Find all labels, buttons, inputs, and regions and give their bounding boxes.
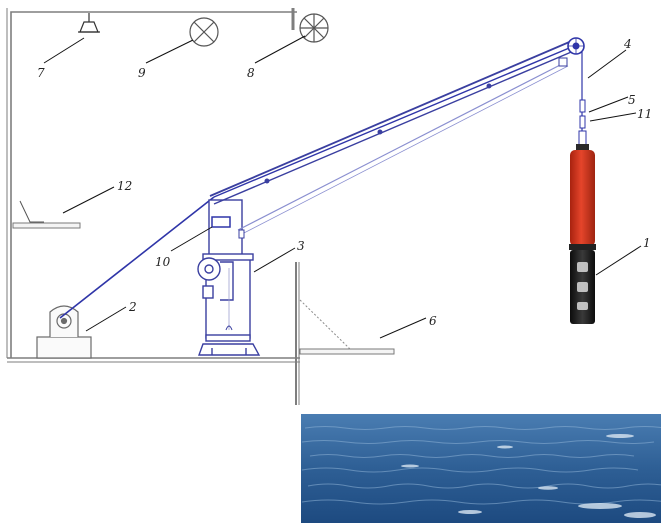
cable-connector (578, 99, 587, 146)
callout-8: 8 (247, 66, 255, 80)
callout-5: 5 (628, 93, 636, 107)
floodlight (299, 13, 329, 43)
boom-tip-sheave (567, 37, 585, 55)
sea-surface (301, 414, 661, 523)
callout-1: 1 (643, 236, 651, 250)
deck-platform (299, 299, 395, 355)
callout-4: 4 (623, 37, 632, 51)
callout-2: 2 (128, 300, 137, 314)
callout-9: 9 (138, 66, 146, 80)
crane-boom (209, 39, 577, 239)
ceiling-lamp (78, 13, 100, 33)
callout-12: 12 (117, 179, 132, 193)
callout-7: 7 (37, 66, 45, 80)
callout-6: 6 (429, 314, 437, 328)
crane-column (197, 199, 261, 356)
callout-11: 11 (637, 107, 652, 121)
deck-light (189, 17, 219, 47)
callout-10: 10 (155, 255, 171, 269)
callout-3: 3 (297, 239, 305, 253)
winch (36, 305, 92, 359)
lifting-cable (59, 45, 583, 319)
crane-column-box (211, 216, 231, 228)
callout-labels: 7 9 8 4 5 11 12 10 3 1 2 6 (37, 37, 652, 328)
probe (569, 144, 596, 324)
leader-lines (43, 35, 642, 339)
control-desk (12, 200, 81, 229)
